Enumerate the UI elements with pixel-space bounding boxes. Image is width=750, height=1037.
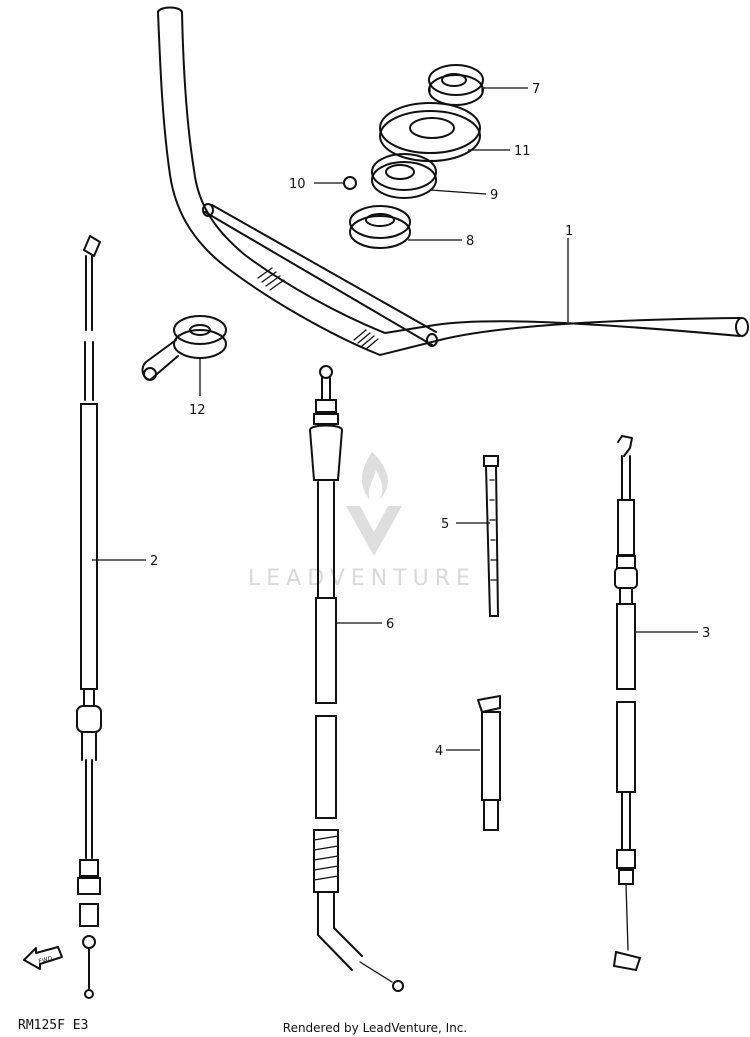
callout-3: 3: [702, 626, 710, 641]
throttle-cable-part[interactable]: [76, 235, 102, 999]
medium-washer-part[interactable]: [371, 153, 437, 199]
watermark-flame-icon: [361, 452, 388, 500]
clutch-cable-part[interactable]: [308, 365, 404, 992]
callout-1: 1: [565, 224, 573, 239]
watermark-v-icon: [346, 506, 402, 556]
large-washer-part[interactable]: [379, 102, 481, 162]
callout-10: 10: [289, 177, 306, 192]
callout-7: 7: [532, 82, 540, 97]
watermark: LEADVENTURE: [248, 452, 476, 591]
callout-11: 11: [514, 144, 531, 159]
watermark-text: LEADVENTURE: [248, 566, 476, 591]
callout-6: 6: [386, 617, 394, 632]
callout-8: 8: [466, 234, 474, 249]
cushion-part[interactable]: [349, 205, 411, 249]
callout-4: 4: [435, 744, 443, 759]
fwd-arrow-label: FWD: [38, 955, 54, 965]
footer-credit: Rendered by LeadVenture, Inc.: [282, 1021, 468, 1035]
callout-12: 12: [189, 403, 206, 418]
callout-5: 5: [441, 517, 449, 532]
model-code: RM125F E3: [18, 1018, 89, 1033]
ball-part[interactable]: [343, 176, 357, 190]
decompression-cable-part[interactable]: [612, 435, 642, 972]
fwd-arrow-icon: FWD: [23, 946, 63, 970]
throttle-housing-part[interactable]: [141, 315, 227, 381]
callout-9: 9: [490, 188, 498, 203]
nut-part[interactable]: [428, 64, 484, 106]
leader-lines: [92, 87, 698, 751]
clamp-band-part[interactable]: [477, 695, 501, 831]
cable-tie-part[interactable]: [483, 455, 499, 617]
handlebar-part[interactable]: [157, 6, 749, 356]
callout-2: 2: [150, 554, 158, 569]
